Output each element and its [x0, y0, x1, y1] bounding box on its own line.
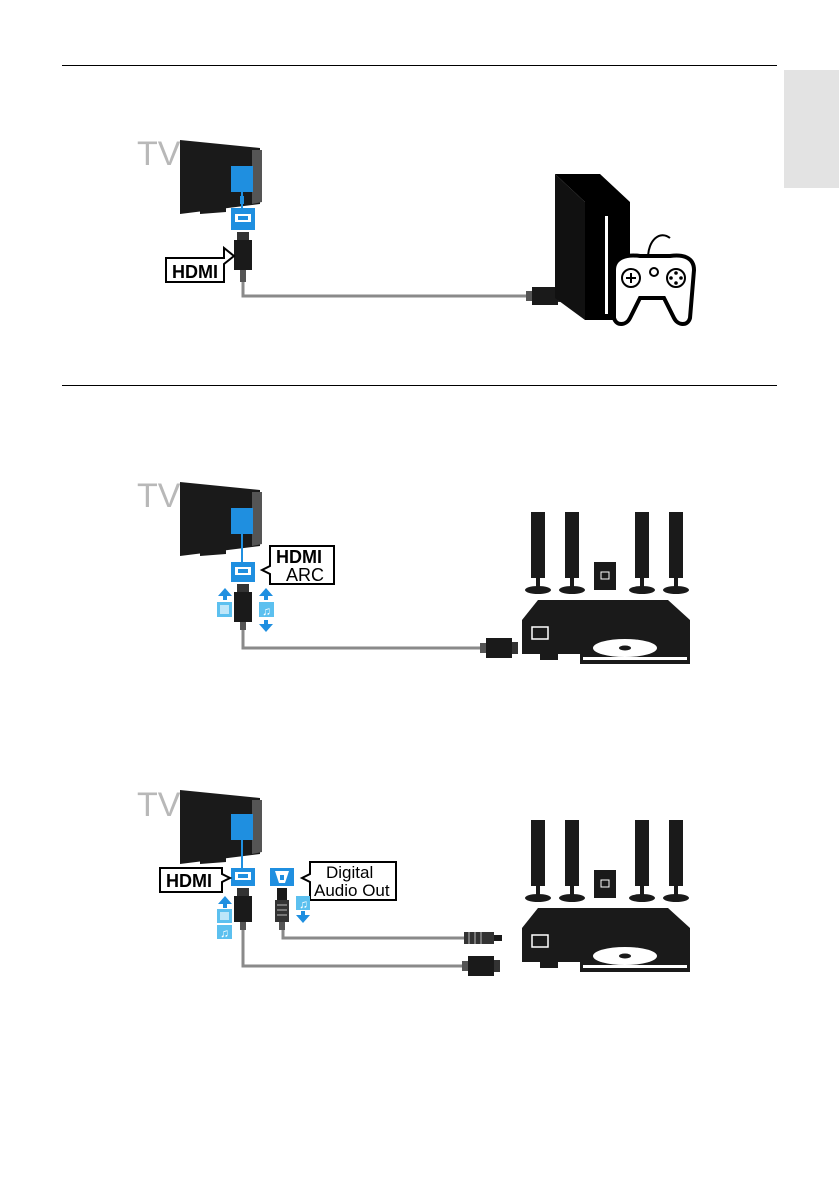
speaker-icon	[663, 512, 689, 594]
svg-text:HDMI: HDMI	[276, 547, 322, 567]
tv-label: TV	[137, 477, 181, 515]
hdmi-signal-icons: ♫	[217, 896, 232, 940]
audio-return-icon: ♫	[259, 588, 274, 632]
hdmi-cable	[243, 930, 464, 966]
hdmi-cable	[243, 282, 528, 296]
speaker-icon	[559, 820, 585, 902]
hdmi-arc-port-icon	[231, 562, 255, 582]
speaker-icon	[663, 820, 689, 902]
svg-text:♫: ♫	[262, 604, 271, 618]
optical-plug-icon	[275, 888, 289, 930]
hdmi-port-icon	[231, 868, 255, 886]
svg-text:♫: ♫	[220, 926, 229, 940]
speaker-icon	[525, 820, 551, 902]
hdmi-label: HDMI	[166, 248, 234, 282]
hdmi-plug-icon	[234, 232, 252, 282]
optical-port-icon	[270, 868, 294, 886]
digital-audio-out-label: Digital Audio Out	[302, 862, 396, 900]
svg-text:Audio Out: Audio Out	[314, 881, 390, 900]
hdmi-label: HDMI	[160, 868, 230, 892]
svg-text:HDMI: HDMI	[166, 871, 212, 891]
tv-port-highlight	[231, 814, 253, 840]
speaker-icon	[559, 512, 585, 594]
tv-port-highlight	[231, 166, 253, 192]
tv-label: TV	[137, 135, 181, 173]
hdmi-plug-end-icon	[480, 638, 518, 658]
tv-port-highlight	[231, 508, 253, 534]
home-theater-icon	[522, 512, 690, 664]
hdmi-plug-icon	[234, 584, 252, 630]
tv-label: TV	[137, 786, 181, 824]
diagram-game-console-hdmi: TV HDMI	[0, 130, 839, 330]
receiver-icon	[522, 600, 690, 664]
section-divider-top	[62, 65, 777, 66]
video-input-icon	[217, 588, 232, 617]
receiver-icon	[522, 908, 690, 972]
speaker-icon	[525, 512, 551, 594]
hdmi-port-icon	[231, 208, 255, 230]
subwoofer-icon	[594, 562, 616, 590]
speaker-icon	[629, 512, 655, 594]
diagram-digital-audio-home-theater: TV HDMI Digital Audio Out	[0, 780, 839, 980]
speaker-icon	[629, 820, 655, 902]
hdmi-arc-label: HDMI ARC	[262, 546, 334, 585]
svg-text:Digital: Digital	[326, 863, 373, 882]
subwoofer-icon	[594, 870, 616, 898]
svg-text:♫: ♫	[299, 897, 308, 911]
optical-cable	[283, 930, 464, 938]
home-theater-icon	[522, 820, 690, 972]
optical-audio-icon: ♫	[296, 896, 310, 923]
section-divider-middle	[62, 385, 777, 386]
svg-text:HDMI: HDMI	[172, 262, 218, 282]
hdmi-cable	[243, 630, 482, 648]
hdmi-plug-end-icon	[462, 956, 500, 976]
hdmi-plug-icon	[234, 888, 252, 930]
diagram-hdmi-arc-home-theater: TV HDMI ARC ♫	[0, 470, 839, 670]
optical-plug-end-icon	[464, 932, 502, 944]
svg-text:ARC: ARC	[286, 565, 324, 585]
